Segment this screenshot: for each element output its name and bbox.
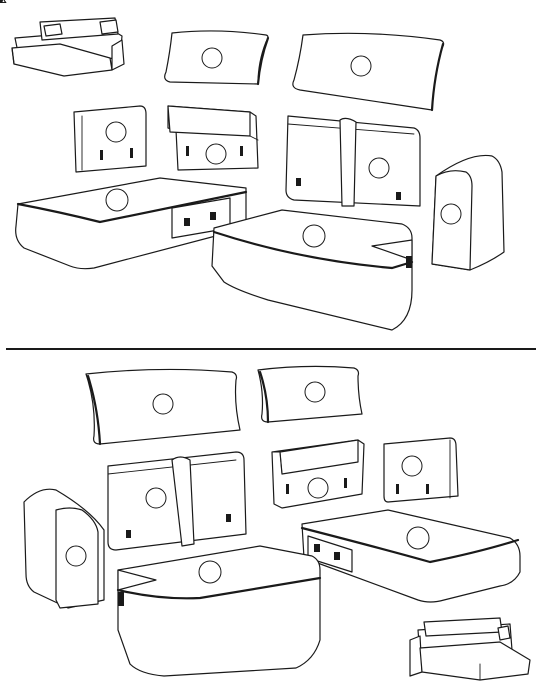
cushion-7-small: 7 xyxy=(0,0,270,86)
arm-5-bottom: 5 xyxy=(0,0,105,609)
part-label-3: 3 xyxy=(0,0,3,6)
part-badge-3-bottom: 3 xyxy=(0,0,167,509)
part-badge-4: 4 xyxy=(0,0,227,165)
part-badge-7-small-bottom: 7 xyxy=(0,0,326,403)
seat-1l: 1L xyxy=(0,0,248,270)
part-label-7-small-bottom: 7 xyxy=(0,0,3,6)
part-label-5-bottom: 5 xyxy=(0,0,3,6)
part-label-4: 4 xyxy=(0,0,3,6)
sofa-thumbnail-right-chaise xyxy=(409,617,531,681)
part-badge-7-large: 7 xyxy=(0,0,372,77)
part-label-1r: 1R xyxy=(0,0,7,6)
arm-5: 5 xyxy=(0,0,147,173)
part-label-7-large-bottom: 7 xyxy=(0,0,3,6)
part-badge-5-bottom: 5 xyxy=(0,0,87,567)
part-badge-7-small: 7 xyxy=(0,0,223,69)
part-badge-1r: 1R xyxy=(0,0,430,550)
top-section: 7 7 5 xyxy=(0,0,505,331)
arm-6: 6 xyxy=(0,0,505,271)
cushion-7-large: 7 xyxy=(0,0,445,112)
part-badge-2r: 2R xyxy=(0,0,326,248)
part-label-4-bottom: 4 xyxy=(0,0,3,6)
seat-2r: 2R xyxy=(0,0,414,331)
part-badge-5: 5 xyxy=(0,0,127,143)
part-label-5: 5 xyxy=(0,0,3,6)
part-label-6: 6 xyxy=(0,0,3,6)
part-label-2l: 2L xyxy=(0,0,6,6)
part-badge-7-large-bottom: 7 xyxy=(0,0,174,415)
part-label-2r: 2R xyxy=(0,0,7,6)
back-4-small-bottom: 4 xyxy=(0,0,365,509)
arm-6-bottom: 6 xyxy=(0,0,459,503)
sofa-thumbnail-left-chaise xyxy=(11,17,125,77)
part-badge-2l: 2L xyxy=(0,0,222,584)
part-label-3-bottom: 3 xyxy=(0,0,3,6)
part-badge-6-bottom: 6 xyxy=(0,0,423,477)
part-label-7-large: 7 xyxy=(0,0,3,6)
seat-2l: 2L xyxy=(0,0,322,677)
cushion-7-large-bottom: 7 xyxy=(0,0,241,446)
seat-1r: 1R xyxy=(0,0,521,603)
part-badge-1l: 1L xyxy=(0,0,129,212)
part-badge-6: 6 xyxy=(0,0,462,225)
back-3-large: 3 xyxy=(0,0,421,207)
part-label-7-small: 7 xyxy=(0,0,3,6)
back-4-small: 4 xyxy=(0,0,259,171)
cushion-7-small-bottom: 7 xyxy=(0,0,363,424)
bottom-section: 7 7 3 xyxy=(0,0,531,681)
part-badge-4-bottom: 4 xyxy=(0,0,329,499)
back-3-large-bottom: 3 xyxy=(0,0,247,551)
part-label-1l: 1L xyxy=(0,0,6,6)
part-label-6-bottom: 6 xyxy=(0,0,3,6)
part-badge-3: 3 xyxy=(0,0,390,179)
